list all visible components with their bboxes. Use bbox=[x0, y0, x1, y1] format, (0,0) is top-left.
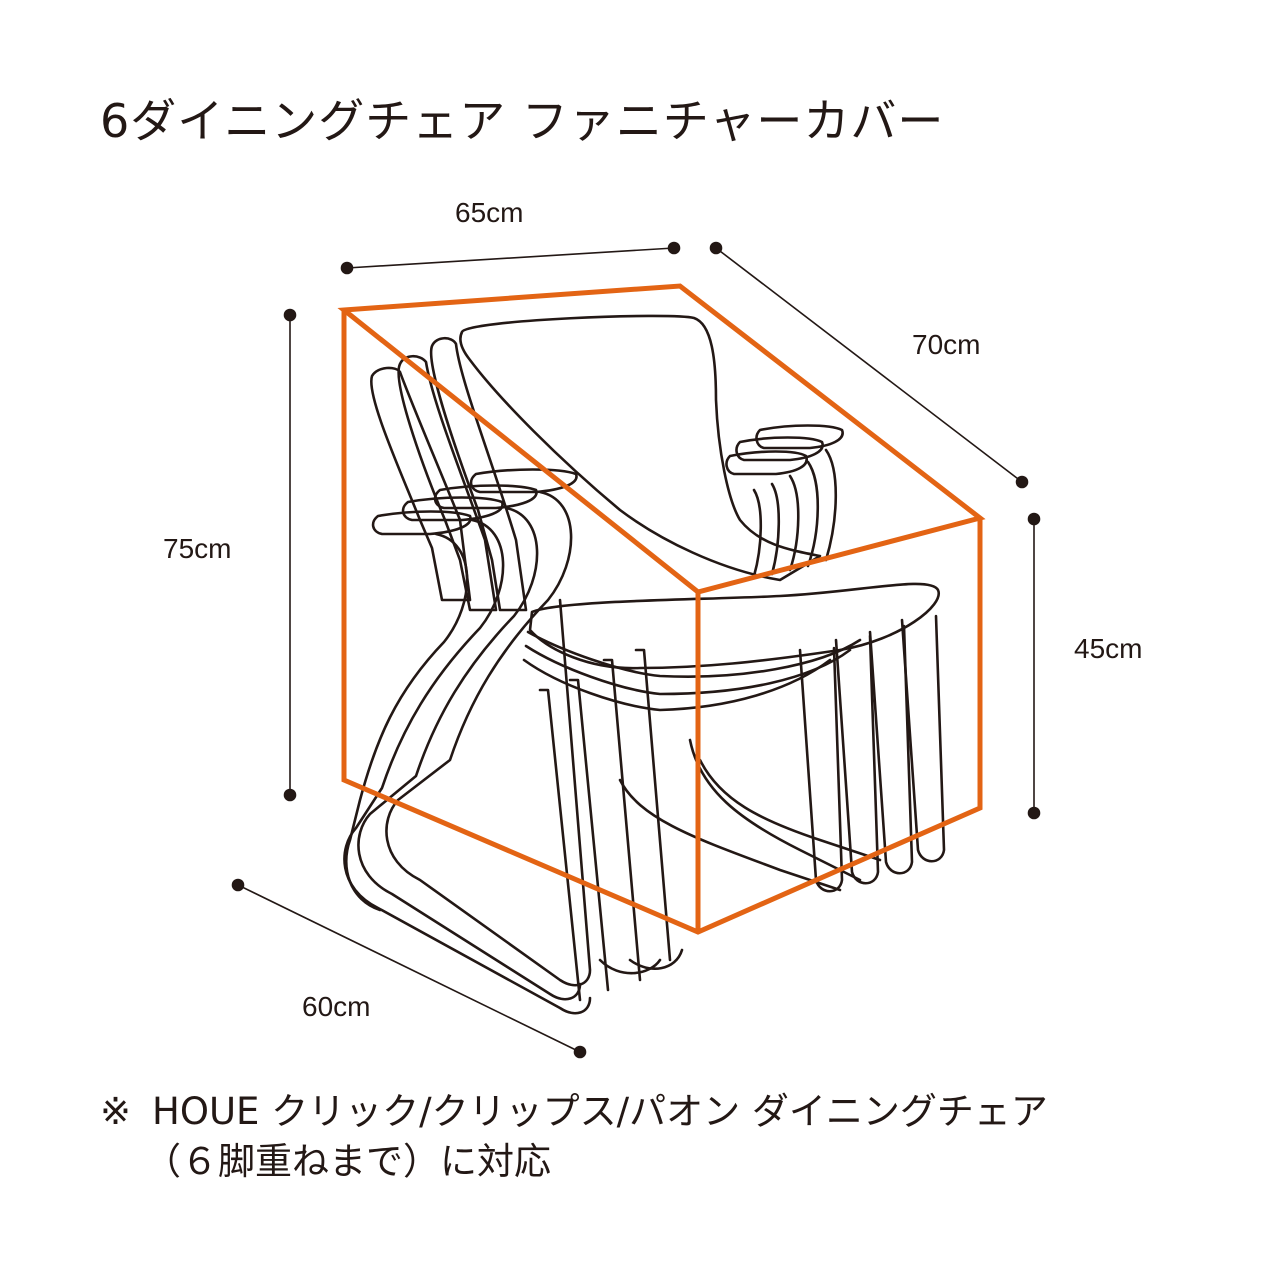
armrests-right bbox=[725, 424, 844, 578]
note-line-1: HOUE クリック/クリップス/パオン ダイニングチェア bbox=[152, 1090, 1048, 1133]
chair-seats bbox=[522, 582, 940, 712]
depth-top-label: 70cm bbox=[912, 329, 980, 360]
cover-outline bbox=[337, 283, 986, 935]
width-label: 65cm bbox=[455, 197, 523, 228]
armrests-left bbox=[371, 468, 578, 536]
note-mark: ※ bbox=[100, 1090, 132, 1133]
depth-bottom-label: 60cm bbox=[302, 991, 370, 1022]
dimension-labels: 65cm 70cm 75cm 45cm 60cm bbox=[163, 197, 1142, 1022]
sled-frames bbox=[343, 490, 946, 1015]
height-label: 75cm bbox=[163, 533, 231, 564]
dimension-lines bbox=[231, 241, 1041, 1059]
page-title: 6ダイニングチェア ファニチャーカバー bbox=[100, 94, 945, 148]
compatibility-note: ※ HOUE クリック/クリップス/パオン ダイニングチェア （６脚重ねまで）に対… bbox=[100, 1090, 1048, 1185]
seat-height-label: 45cm bbox=[1074, 633, 1142, 664]
note-line-2: （６脚重ねまで）に対応 bbox=[144, 1140, 551, 1184]
chair-backrests bbox=[370, 314, 822, 612]
